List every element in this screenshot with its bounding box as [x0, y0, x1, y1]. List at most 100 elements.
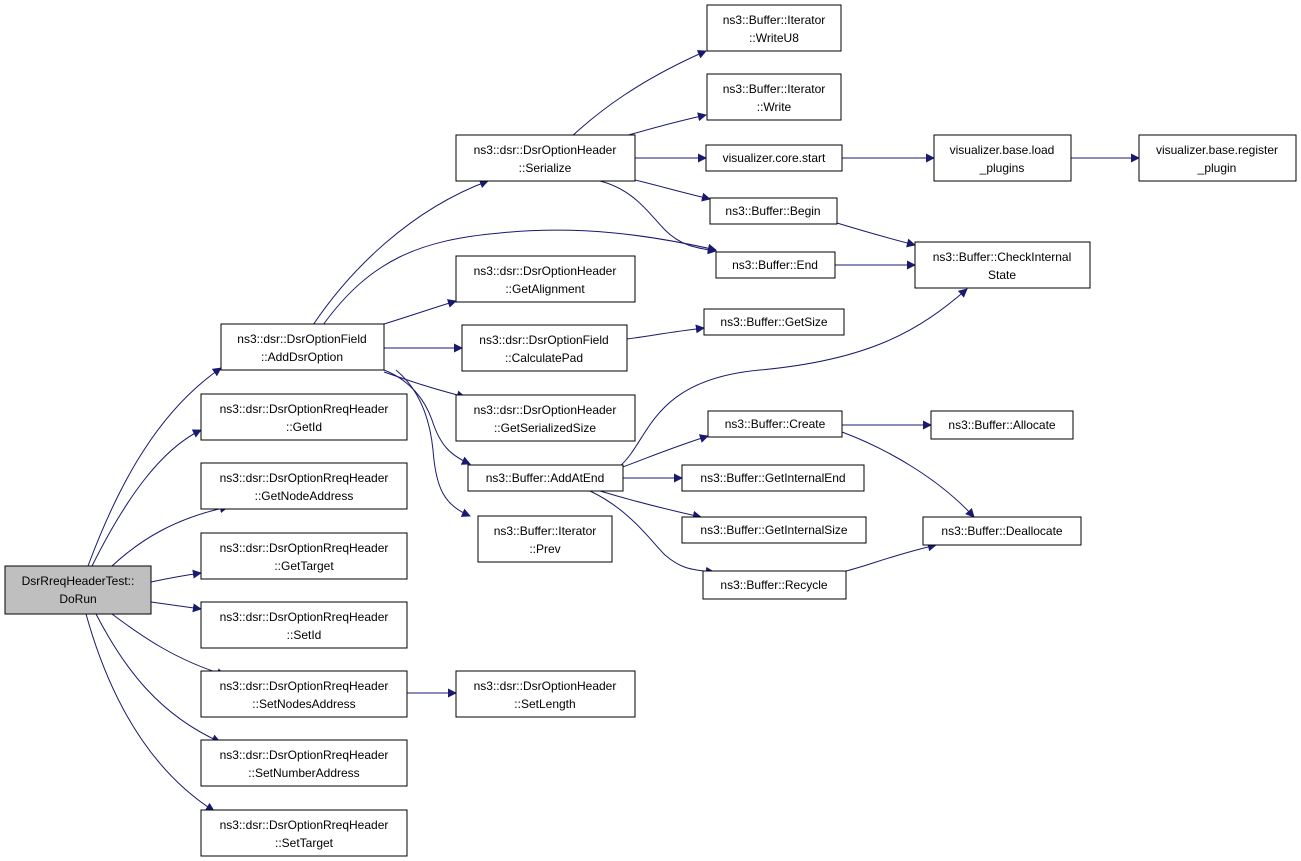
- node-get-id[interactable]: ns3::dsr::DsrOptionRreqHeader ::GetId: [200, 393, 408, 441]
- edge-add-dsr-option-add-at-end: [383, 369, 471, 465]
- node-get-serialized-size[interactable]: ns3::dsr::DsrOptionHeader ::GetSerialize…: [455, 394, 636, 442]
- node-label: ns3::Buffer::Deallocate: [941, 524, 1063, 538]
- node-recycle[interactable]: ns3::Buffer::Recycle: [702, 570, 847, 600]
- edge-serialize-buffer-begin: [634, 179, 711, 202]
- node-label: ns3::Buffer::AddAtEnd: [486, 471, 605, 485]
- node-label: ns3::dsr::DsrOptionField: [237, 332, 366, 346]
- node-buffer-end[interactable]: ns3::Buffer::End: [715, 251, 836, 279]
- node-label: ::GetTarget: [274, 559, 334, 573]
- node-label: ns3::Buffer::GetSize: [720, 315, 827, 329]
- node-label: ::SetLength: [514, 697, 575, 711]
- node-label: ::Serialize: [519, 161, 572, 175]
- node-write[interactable]: ns3::Buffer::Iterator ::Write: [706, 73, 842, 121]
- node-core-start[interactable]: visualizer.core.start: [705, 144, 843, 172]
- node-label: ::GetAlignment: [505, 282, 585, 296]
- node-label: ::SetId: [287, 628, 322, 642]
- edge-root-set-target: [85, 613, 215, 812]
- node-get-alignment[interactable]: ns3::dsr::DsrOptionHeader ::GetAlignment: [455, 255, 636, 303]
- node-label: ::SetTarget: [275, 836, 334, 850]
- edge-root-get-node-address: [111, 504, 229, 567]
- node-label: ns3::Buffer::Iterator: [723, 82, 826, 96]
- node-label: ns3::Buffer::Create: [725, 417, 826, 431]
- node-iterator-prev[interactable]: ns3::Buffer::Iterator ::Prev: [477, 515, 613, 563]
- node-deallocate[interactable]: ns3::Buffer::Deallocate: [922, 516, 1082, 546]
- node-label: ns3::Buffer::Recycle: [720, 578, 827, 592]
- node-set-length[interactable]: ns3::dsr::DsrOptionHeader ::SetLength: [455, 670, 636, 718]
- node-get-internal-size[interactable]: ns3::Buffer::GetInternalSize: [681, 516, 867, 544]
- node-buffer-begin[interactable]: ns3::Buffer::Begin: [709, 197, 838, 225]
- edge-add-at-end-create: [619, 434, 709, 469]
- edge-root-get-target: [150, 569, 202, 583]
- node-set-number-address[interactable]: ns3::dsr::DsrOptionRreqHeader ::SetNumbe…: [200, 739, 408, 787]
- node-label: ns3::Buffer::Begin: [725, 204, 820, 218]
- node-label: ns3::dsr::DsrOptionHeader: [474, 679, 617, 693]
- edge-add-at-end-get-internal-size: [599, 490, 702, 520]
- edge-buffer-begin-check-internal-state: [836, 222, 916, 248]
- node-label: ::SetNumberAddress: [248, 766, 359, 780]
- edge-root-set-nodes-address: [111, 613, 226, 677]
- node-label: ns3::dsr::DsrOptionRreqHeader: [220, 818, 389, 832]
- edge-root-set-number-address: [95, 613, 221, 743]
- node-label: ::GetSerializedSize: [494, 421, 596, 435]
- node-label: ::Prev: [529, 542, 560, 556]
- edge-serialize-buffer-end: [599, 180, 717, 255]
- node-allocate[interactable]: ns3::Buffer::Allocate: [930, 410, 1074, 440]
- node-label: ::AddDsrOption: [261, 350, 343, 364]
- edge-root-get-id: [91, 429, 202, 567]
- node-label: ns3::Buffer::GetInternalEnd: [700, 471, 845, 485]
- node-label: ns3::Buffer::Allocate: [948, 418, 1056, 432]
- node-get-internal-end[interactable]: ns3::Buffer::GetInternalEnd: [681, 464, 865, 492]
- node-add-dsr-option[interactable]: ns3::dsr::DsrOptionField ::AddDsrOption: [220, 323, 385, 371]
- node-get-node-address[interactable]: ns3::dsr::DsrOptionRreqHeader ::GetNodeA…: [200, 462, 408, 510]
- node-create[interactable]: ns3::Buffer::Create: [707, 410, 843, 438]
- node-label: ns3::dsr::DsrOptionField: [479, 333, 608, 347]
- node-label: ns3::dsr::DsrOptionRreqHeader: [220, 402, 389, 416]
- node-load-plugins[interactable]: visualizer.base.load _plugins: [933, 134, 1072, 182]
- edge-add-at-end-recycle: [589, 490, 715, 576]
- edge-add-dsr-option-get-alignment: [383, 299, 457, 325]
- edge-add-dsr-option-get-serialized-size: [383, 371, 466, 400]
- node-label: ns3::dsr::DsrOptionRreqHeader: [220, 679, 389, 693]
- node-label: ::GetId: [286, 420, 322, 434]
- edge-add-dsr-option-buffer-end: [322, 229, 717, 326]
- node-write-u8[interactable]: ns3::Buffer::Iterator ::WriteU8: [706, 4, 842, 52]
- node-get-size[interactable]: ns3::Buffer::GetSize: [703, 308, 845, 336]
- edge-add-at-end-check-internal-state: [619, 288, 968, 467]
- node-set-target[interactable]: ns3::dsr::DsrOptionRreqHeader ::SetTarge…: [200, 809, 408, 857]
- node-label: ns3::Buffer::GetInternalSize: [700, 523, 848, 537]
- node-label: ::SetNodesAddress: [252, 697, 355, 711]
- node-label: visualizer.base.load: [950, 143, 1055, 157]
- node-calculate-pad[interactable]: ns3::dsr::DsrOptionField ::CalculatePad: [461, 324, 628, 372]
- node-label: ::GetNodeAddress: [255, 489, 354, 503]
- node-label: _plugin: [1197, 161, 1237, 175]
- node-label: ns3::dsr::DsrOptionHeader: [474, 143, 617, 157]
- node-set-id[interactable]: ns3::dsr::DsrOptionRreqHeader ::SetId: [200, 601, 408, 649]
- node-serialize[interactable]: ns3::dsr::DsrOptionHeader ::Serialize: [455, 134, 636, 182]
- node-set-nodes-address[interactable]: ns3::dsr::DsrOptionRreqHeader ::SetNodes…: [200, 670, 408, 718]
- node-dsr-rreq-header-test-do-run[interactable]: DsrRreqHeaderTest:: DoRun: [4, 565, 152, 615]
- edge-root-set-id: [150, 601, 202, 613]
- node-label: ns3::dsr::DsrOptionRreqHeader: [220, 748, 389, 762]
- node-add-at-end[interactable]: ns3::Buffer::AddAtEnd: [467, 464, 624, 492]
- node-label: _plugins: [979, 161, 1025, 175]
- node-register-plugin[interactable]: visualizer.base.register _plugin: [1138, 134, 1297, 182]
- node-label: ::Write: [757, 100, 792, 114]
- node-label: DsrRreqHeaderTest::: [22, 574, 135, 588]
- edges: [85, 50, 1140, 812]
- edge-serialize-write-u8: [569, 50, 707, 139]
- node-label: ns3::dsr::DsrOptionHeader: [474, 264, 617, 278]
- node-get-target[interactable]: ns3::dsr::DsrOptionRreqHeader ::GetTarge…: [200, 532, 408, 580]
- edge-calculate-pad-get-size: [626, 324, 705, 340]
- nodes: DsrRreqHeaderTest:: DoRun ns3::dsr::DsrO…: [4, 4, 1297, 857]
- node-label: ns3::Buffer::End: [732, 258, 818, 272]
- node-label: ns3::dsr::DsrOptionRreqHeader: [220, 610, 389, 624]
- node-label: visualizer.core.start: [723, 151, 826, 165]
- node-check-internal-state[interactable]: ns3::Buffer::CheckInternal State: [914, 241, 1091, 289]
- node-label: ns3::Buffer::Iterator: [723, 13, 826, 27]
- node-label: ns3::Buffer::CheckInternal: [933, 250, 1072, 264]
- node-label: ::CalculatePad: [505, 351, 583, 365]
- node-label: State: [988, 268, 1016, 282]
- edge-add-dsr-option-iterator-prev: [395, 369, 471, 517]
- edge-create-deallocate: [841, 431, 975, 518]
